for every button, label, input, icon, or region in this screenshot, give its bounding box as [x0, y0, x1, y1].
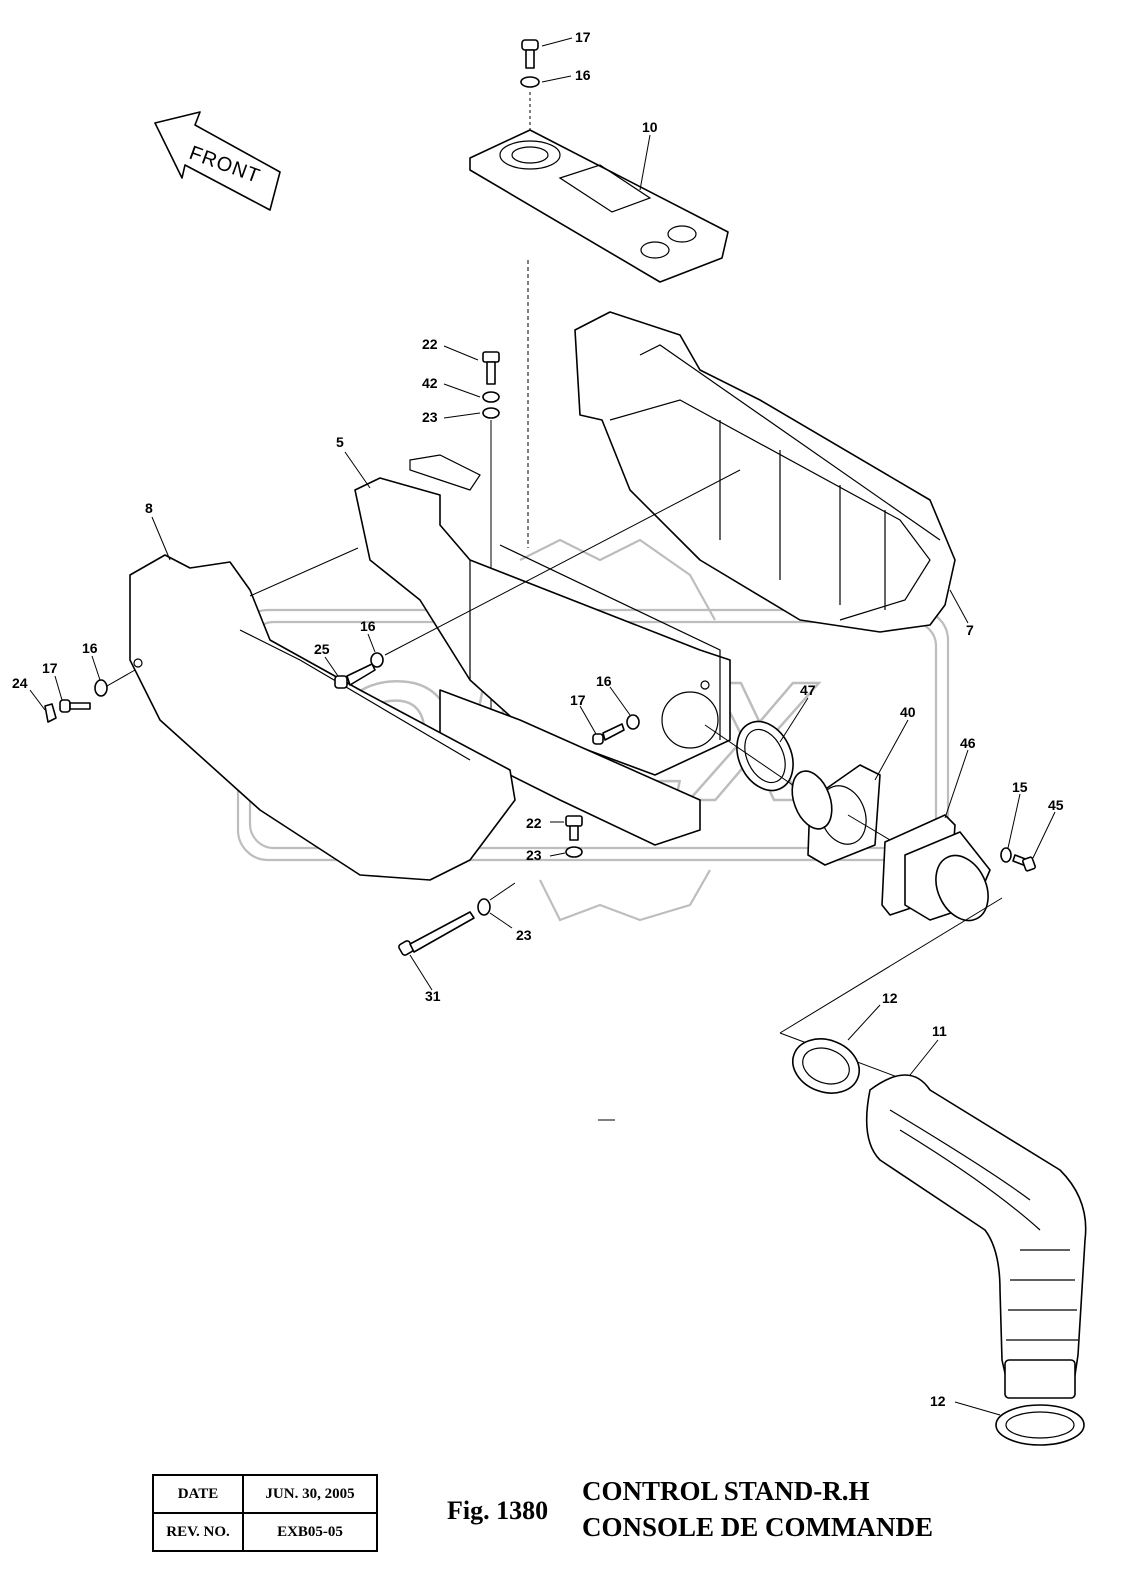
- callout-16: 16: [82, 640, 98, 656]
- callout-10: 10: [642, 119, 658, 135]
- leader-lines: [29, 37, 1056, 1416]
- washer-23-upper: [482, 407, 500, 419]
- flexible-hose-11: [865, 1074, 1087, 1399]
- bolt-45: [1012, 854, 1036, 872]
- clip-24: [44, 703, 57, 723]
- callout-22: 22: [526, 815, 542, 831]
- callout-31: 31: [425, 988, 441, 1004]
- console-bracket-5: [354, 454, 731, 846]
- callout-46: 46: [960, 735, 976, 751]
- callout-17: 17: [570, 692, 586, 708]
- callout-11: 11: [932, 1023, 947, 1039]
- washer-23-lower: [565, 846, 583, 858]
- title-english: CONTROL STAND-R.H: [582, 1476, 870, 1506]
- callout-45: 45: [1048, 797, 1064, 813]
- flange-plate-40: [791, 764, 881, 866]
- callout-labels: 17 16 10 22 42 23 5 8 7 16 25 17 16 24 1…: [12, 29, 1064, 1409]
- callout-7: 7: [966, 622, 974, 638]
- front-arrow: FRONT: [154, 111, 281, 211]
- top-panel-10: [469, 129, 729, 283]
- washer-16-top: [520, 76, 540, 88]
- callout-47: 47: [800, 682, 816, 698]
- long-bolt-31: [398, 911, 475, 956]
- callout-12: 12: [882, 990, 898, 1006]
- side-cover-8: [129, 554, 516, 881]
- duct-adapter-46: [881, 814, 991, 922]
- side-cover-7: [574, 311, 956, 633]
- bolt-25: [334, 663, 376, 689]
- washer-16-mid: [370, 652, 384, 668]
- revision-info-table: DATE JUN. 30, 2005 REV. NO. EXB05-05: [152, 1474, 378, 1552]
- callout-25: 25: [314, 641, 330, 657]
- callout-40: 40: [900, 704, 916, 720]
- figure-number: Fig. 1380: [447, 1496, 549, 1525]
- rev-no-value: EXB05-05: [242, 1512, 378, 1552]
- washer-42: [482, 391, 500, 403]
- callout-16: 16: [596, 673, 612, 689]
- callout-12: 12: [930, 1393, 946, 1409]
- callout-23: 23: [526, 847, 542, 863]
- washer-23-bottom: [477, 898, 491, 916]
- callout-15: 15: [1012, 779, 1028, 795]
- hose-clamp-12-lower: [995, 1404, 1085, 1446]
- callout-17: 17: [42, 660, 58, 676]
- callout-23: 23: [422, 409, 438, 425]
- callout-23: 23: [516, 927, 532, 943]
- washer-16-box: [626, 714, 640, 730]
- callout-8: 8: [145, 500, 153, 516]
- hose-clamp-47: [736, 720, 794, 792]
- callout-16: 16: [575, 67, 591, 83]
- callout-5: 5: [336, 434, 344, 450]
- bolt-17-box: [592, 723, 625, 745]
- bolt-22-lower: [565, 815, 583, 841]
- bolt-17-top: [521, 39, 539, 69]
- callout-22: 22: [422, 336, 438, 352]
- washer-15: [1000, 847, 1012, 863]
- title-french: CONSOLE DE COMMANDE: [582, 1512, 934, 1542]
- bolt-22-upper: [482, 351, 500, 385]
- hose-clamp-12-upper: [792, 1038, 860, 1094]
- bolt-17-left: [59, 699, 91, 713]
- callout-17: 17: [575, 29, 591, 45]
- rev-no-label: REV. NO.: [152, 1512, 244, 1552]
- callout-42: 42: [422, 375, 438, 391]
- callout-24: 24: [12, 675, 28, 691]
- date-label: DATE: [152, 1474, 244, 1514]
- date-value: JUN. 30, 2005: [242, 1474, 378, 1514]
- washer-16-left: [94, 679, 108, 697]
- callout-16: 16: [360, 618, 376, 634]
